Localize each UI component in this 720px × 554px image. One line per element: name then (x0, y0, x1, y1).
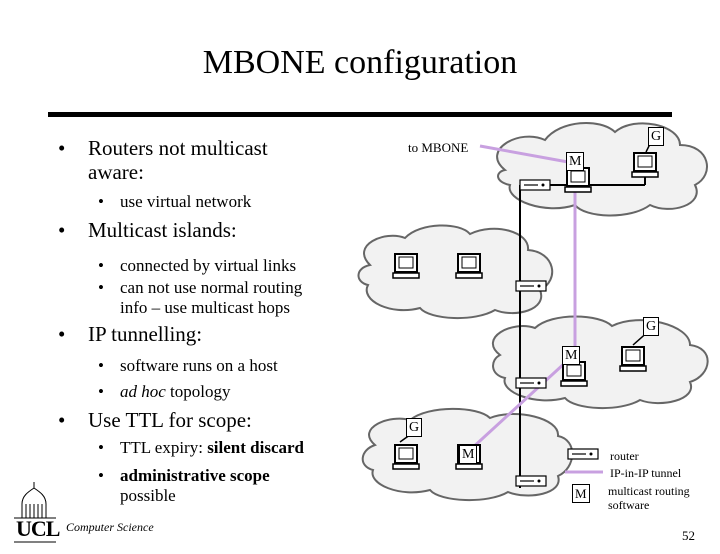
cloud-right-middle (491, 315, 709, 409)
router-top (519, 179, 551, 191)
sub-bullet-dot: • (98, 356, 104, 375)
bullet-dot: • (58, 408, 66, 432)
bullet-routers-line1: Routers not multicast (88, 136, 268, 160)
cloud-middle (357, 224, 554, 319)
to-mbone-label: to MBONE (408, 140, 469, 155)
bullet-ttl-text: Use TTL for scope: (88, 408, 252, 432)
bullet-multicast-islands-text: Multicast islands: (88, 218, 237, 242)
gateway-label-mid: G (643, 317, 660, 336)
legend-router-symbol (567, 448, 599, 460)
sub-bullet-dot: • (98, 438, 104, 457)
host-gateway-bottom (392, 444, 420, 470)
sub-bullet-ttl-expiry-bold: silent discard (207, 438, 304, 457)
bullet-ttl: • Use TTL for scope: (58, 408, 252, 432)
bullet-routers-line2: aware: (88, 160, 144, 184)
host-mrouted-mid (560, 361, 588, 387)
mrouted-label-mid: M (562, 346, 581, 365)
host-island-1 (392, 253, 420, 279)
footer-text: Computer Science (66, 520, 154, 534)
bullet-routers: • Routers not multicast aware: (58, 136, 268, 184)
ucl-logo (14, 482, 56, 543)
ucl-logo-text: UCL (16, 516, 60, 541)
sub-bullet-software: • software runs on a host (98, 356, 278, 376)
sub-bullet-admin-scope-line1: administrative scope (120, 466, 270, 485)
title-rule (48, 112, 672, 117)
bullet-ip-tunnelling-text: IP tunnelling: (88, 322, 203, 346)
sub-bullet-software-text: software runs on a host (120, 356, 278, 375)
router-right-middle (515, 377, 547, 389)
router-bottom (515, 475, 547, 487)
slide-title: MBONE configuration (202, 44, 518, 81)
sub-bullet-adhoc-rest: topology (165, 382, 231, 401)
host-gateway-mid (619, 346, 647, 372)
host-gateway-top (631, 152, 659, 178)
sub-bullet-connected: • connected by virtual links (98, 256, 297, 276)
sub-bullet-dot: • (98, 466, 104, 485)
sub-bullet-admin-scope-line2: possible (120, 486, 176, 505)
sub-bullet-normal-routing-line1: can not use normal routing (120, 278, 303, 297)
host-mrouted-top (564, 167, 592, 193)
sub-bullet-dot: • (98, 382, 104, 401)
mrouted-label-top: M (566, 152, 585, 171)
bullet-ip-tunnelling: • IP tunnelling: (58, 322, 203, 346)
sub-bullet-dot: • (98, 278, 104, 297)
host-island-2 (455, 253, 483, 279)
sub-bullet-normal-routing-line2: info – use multicast hops (120, 298, 290, 317)
bullet-multicast-islands: • Multicast islands: (58, 218, 237, 242)
sub-bullet-adhoc-italic: ad hoc (120, 382, 166, 401)
sub-bullet-admin-scope: • administrative scope possible (98, 466, 270, 506)
mrouted-label-bottom: M (459, 445, 478, 464)
bullet-dot: • (58, 218, 66, 242)
legend-software-line2: software (608, 498, 650, 512)
page-number: 52 (682, 528, 695, 543)
cloud-top-right (496, 122, 708, 217)
legend-router-text: router (610, 449, 639, 463)
sub-bullet-ttl-expiry-plain: TTL expiry: (120, 438, 208, 457)
sub-bullet-dot: • (98, 192, 104, 211)
gateway-label-top: G (648, 127, 665, 146)
sub-bullet-adhoc: • ad hoc topology (98, 382, 231, 402)
tunnel-diagonal (468, 360, 568, 452)
gateway-label-bottom: G (406, 418, 423, 437)
legend-software-line1: multicast routing (608, 484, 690, 498)
sub-bullet-virtual-network: • use virtual network (98, 192, 252, 212)
legend-m-symbol: M (572, 484, 590, 503)
legend-tunnel-text: IP-in-IP tunnel (610, 466, 682, 480)
bullet-dot: • (58, 322, 66, 346)
sub-bullet-connected-text: connected by virtual links (120, 256, 297, 275)
tunnel-to-mbone (479, 144, 569, 164)
sub-bullet-dot: • (98, 256, 104, 275)
router-middle (515, 280, 547, 292)
sub-bullet-ttl-expiry: • TTL expiry: silent discard (98, 438, 304, 458)
bullet-dot: • (58, 136, 66, 160)
sub-bullet-normal-routing: • can not use normal routing info – use … (98, 278, 303, 318)
sub-bullet-virtual-network-text: use virtual network (120, 192, 252, 211)
legend-software-text: multicast routing software (608, 484, 690, 512)
